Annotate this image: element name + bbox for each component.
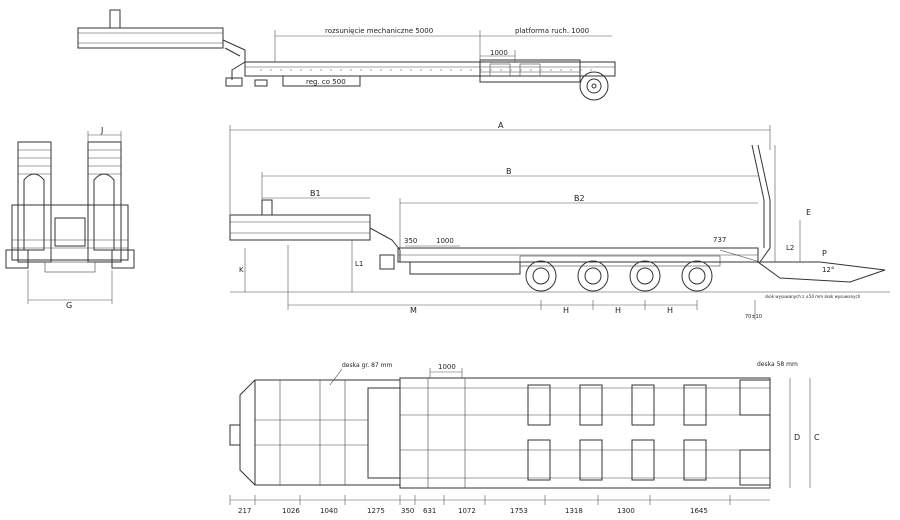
regulation-box [282, 75, 361, 87]
plan-nose [239, 379, 256, 486]
dim-350: 350 [404, 237, 417, 245]
ramp-right [87, 141, 122, 263]
bottom-dim-5: 350 [401, 507, 414, 515]
front-view: J G [5, 126, 135, 310]
bottom-dim-6: 631 [423, 507, 436, 515]
angle-label: 12° [822, 266, 834, 274]
side-view: A B B1 B2 E P M H H H K L1 350 1000 737 … [229, 121, 890, 320]
dim-k: K [239, 266, 244, 274]
dim-l2: L2 [786, 244, 794, 252]
plan-wheel-pads [527, 384, 707, 481]
dim-e: E [806, 208, 811, 217]
bottom-dim-2: 1026 [282, 507, 300, 515]
ground-dim: 70±10 [745, 314, 762, 320]
dim-l1: L1 [355, 260, 363, 268]
side-wheels [525, 260, 713, 292]
bottom-dim-8: 1753 [510, 507, 528, 515]
plan-main-deck [399, 377, 771, 489]
bottom-dim-10: 1300 [617, 507, 635, 515]
dim-a: A [498, 121, 504, 130]
dim-m: M [410, 306, 417, 315]
plan-dim-c: C [814, 433, 820, 442]
dim-b: B [506, 167, 512, 176]
regulation-label: reg. co 500 [306, 78, 346, 86]
platform-label: platforma ruch. 1000 [515, 27, 589, 35]
ramp-down [756, 261, 886, 283]
bottom-dim-7: 1072 [458, 507, 476, 515]
bottom-dim-4: 1275 [367, 507, 385, 515]
dim-g: G [66, 301, 72, 310]
bottom-dim-1: 217 [238, 507, 251, 515]
top-side-view: rozsunięcie mechaniczne 5000 platforma r… [77, 9, 616, 101]
deck-label-right: deska 58 mm [757, 361, 798, 368]
wheel [579, 71, 609, 101]
note-text: skok wysuwanych z ±50 mm skok wysuwanych [765, 294, 861, 299]
dim-p: P [822, 249, 827, 258]
dim-b2: B2 [574, 194, 585, 203]
plan-dim-d: D [794, 433, 800, 442]
dim-1000: 1000 [436, 237, 454, 245]
telescopic-label: rozsunięcie mechaniczne 5000 [325, 27, 433, 35]
deck-label: deska gr. 87 mm [342, 362, 393, 369]
dim-b1: B1 [310, 189, 321, 198]
gooseneck-post [109, 9, 121, 29]
dim-j: J [100, 126, 103, 135]
ramp-up [757, 144, 771, 263]
bottom-dim-9: 1318 [565, 507, 583, 515]
gooseneck-body [77, 27, 224, 49]
rear-frame [11, 204, 129, 261]
platform-dim: 1000 [490, 49, 508, 57]
main-deck [244, 61, 616, 77]
dim-737: 737 [713, 236, 726, 244]
dim-h-3: H [667, 306, 673, 315]
side-gooseneck [229, 214, 371, 241]
dim-h-2: H [615, 306, 621, 315]
plan-top-dim: 1000 [438, 363, 456, 371]
ramp-left [17, 141, 52, 263]
bottom-dim-11: 1645 [690, 507, 708, 515]
plan-gooseneck [254, 379, 401, 486]
plan-view: deska gr. 87 mm deska 58 mm 1000 D C 217… [229, 361, 820, 515]
bottom-dim-3: 1040 [320, 507, 338, 515]
dim-h-1: H [563, 306, 569, 315]
